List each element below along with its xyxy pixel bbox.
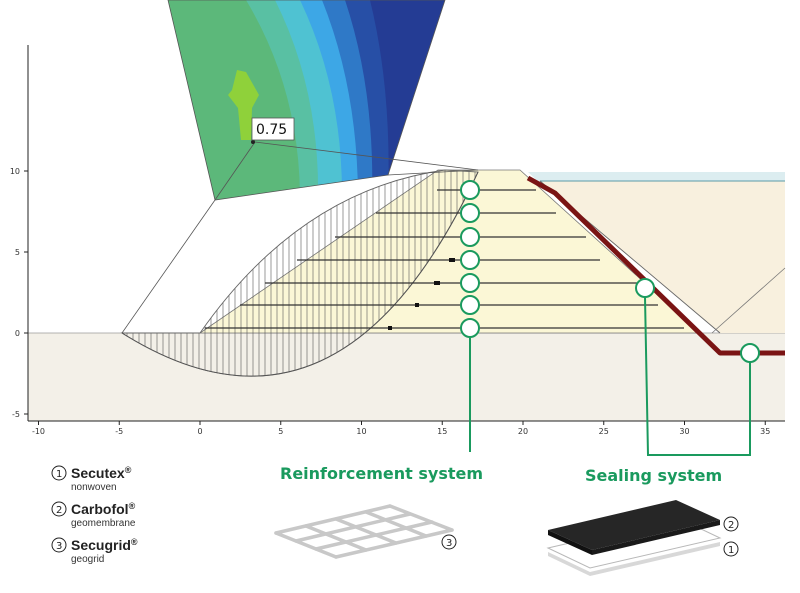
y-axis-ticks: 10 5 0 -5: [10, 167, 28, 419]
membrane-marker-number-top: 2: [728, 520, 734, 531]
legend-number: 3: [56, 541, 62, 552]
legend-name: Carbofol®: [71, 501, 136, 517]
legend-item-secugrid: 3 Secugrid® geogrid: [51, 537, 138, 565]
x-axis-ticks: -10 -5 0 5 10 15 20 25 30 35: [32, 421, 770, 436]
connector-circle-icon: [740, 343, 760, 363]
x-tick-label: -10: [32, 427, 45, 436]
connector-circle-icon: [460, 273, 480, 293]
y-tick-label: -5: [12, 410, 20, 419]
membrane-layer-icon: [546, 500, 722, 576]
product-legend: 1 Secutex® nonwoven 2 Carbofol® geomembr…: [51, 465, 138, 565]
membrane-marker-circle-top: [723, 516, 739, 532]
y-tick-label: 0: [15, 329, 20, 338]
x-tick-label: -5: [115, 427, 123, 436]
connector-circle-icon: [460, 295, 480, 315]
legend-subtitle: geomembrane: [71, 518, 136, 529]
wedge-to-fan-connectors: [121, 141, 479, 334]
safety-factor-callout-value: 0.75: [256, 122, 287, 138]
legend-name: Secutex®: [71, 465, 132, 481]
x-tick-label: 10: [356, 427, 366, 436]
membrane-marker-circle-bottom: [723, 541, 739, 557]
membrane-marker-number-bottom: 1: [728, 545, 734, 556]
sliding-surface-arc: [121, 171, 479, 377]
x-tick-label: 35: [760, 427, 770, 436]
y-tick-label: 5: [15, 248, 20, 257]
legend-subtitle: geogrid: [71, 554, 104, 565]
safety-factor-callout-box: [251, 117, 295, 141]
x-tick-label: 25: [599, 427, 609, 436]
grid-layer-icon: [274, 504, 454, 559]
x-tick-label: 0: [197, 427, 202, 436]
embankment-body: [540, 181, 785, 333]
sealing-connectors: [635, 278, 760, 456]
ground-area: [28, 333, 785, 421]
connector-circle-icon: [460, 250, 480, 270]
connector-circle-icon: [460, 180, 480, 200]
x-tick-label: 20: [518, 427, 528, 436]
x-tick-label: 15: [437, 427, 447, 436]
legend-subtitle: nonwoven: [71, 482, 117, 493]
legend-number: 2: [56, 505, 62, 516]
legend-item-carbofol: 2 Carbofol® geomembrane: [51, 501, 136, 529]
connector-circle-icon: [460, 318, 480, 338]
x-tick-label: 30: [679, 427, 689, 436]
stress-contour-fan: [168, 0, 445, 200]
connector-circle-icon: [635, 278, 655, 298]
geogrid-marker-number: 3: [446, 538, 452, 549]
sealing-system-title: Sealing system: [585, 466, 722, 485]
legend-number: 1: [56, 469, 62, 480]
connector-circle-icon: [460, 227, 480, 247]
x-tick-label: 5: [278, 427, 283, 436]
legend-name: Secugrid®: [71, 537, 138, 553]
geogrid-layer-markers: [388, 258, 455, 330]
slip-outline-right: [711, 267, 786, 334]
axes: [27, 45, 785, 422]
connector-circle-icon: [460, 203, 480, 223]
legend-item-secutex: 1 Secutex® nonwoven: [51, 465, 132, 493]
y-tick-label: 10: [10, 167, 20, 176]
reinforcement-connectors: [460, 180, 480, 452]
reinforcement-system-title: Reinforcement system: [280, 464, 483, 483]
geogrid-marker-circle: [441, 534, 457, 550]
critical-point-marker: [251, 140, 255, 144]
